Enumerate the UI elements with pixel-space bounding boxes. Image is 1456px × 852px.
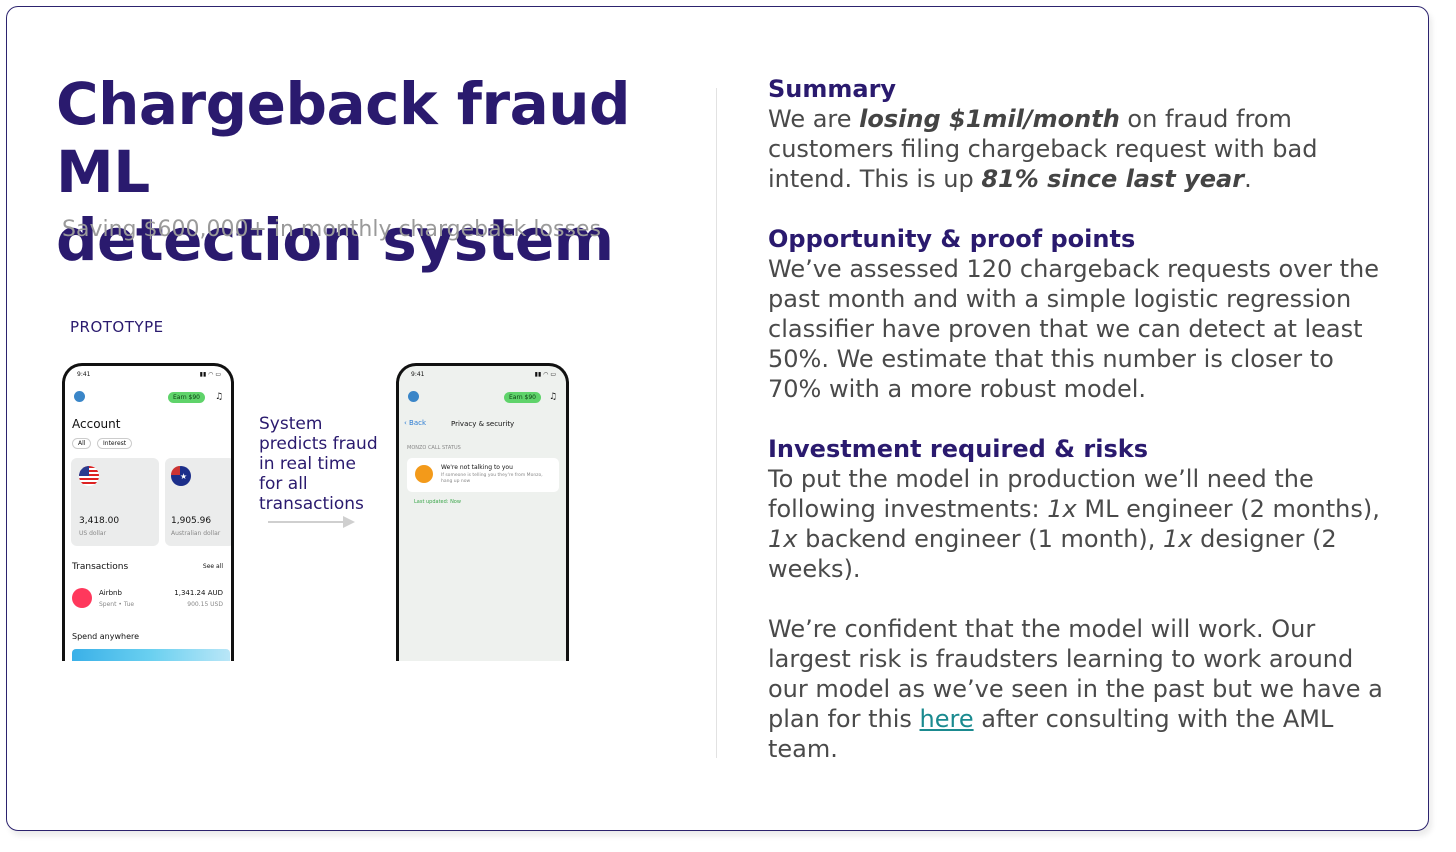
page-title: Chargeback fraud ML detection system bbox=[56, 70, 716, 274]
au-flag-icon: ★ bbox=[171, 466, 191, 486]
usd-label: US dollar bbox=[79, 530, 107, 537]
investment-heading: Investment required & risks bbox=[768, 435, 1149, 463]
status-time: 9:41 bbox=[77, 371, 91, 378]
privacy-header: Privacy & security bbox=[451, 420, 515, 428]
tx-name: Airbnb bbox=[99, 589, 122, 597]
bell-icon[interactable]: ♫ bbox=[215, 392, 224, 402]
see-all-link[interactable]: See all bbox=[202, 563, 223, 570]
investment-text: To put the model in production we’ll nee… bbox=[768, 464, 1388, 584]
risk-text-a: We’re confident that the model will work… bbox=[768, 615, 1383, 733]
aud-balance-card[interactable]: ★ 1,905.96 Australian dollar bbox=[165, 458, 231, 546]
investment-text-c: backend engineer (1 month), bbox=[797, 525, 1164, 553]
risk-text: We’re confident that the model will work… bbox=[768, 614, 1388, 764]
arrow-line bbox=[268, 521, 348, 523]
investment-qty-3: 1x bbox=[1163, 525, 1193, 553]
title-line-2: detection system bbox=[56, 206, 614, 274]
summary-growth-emphasis: 81% since last year bbox=[981, 165, 1245, 193]
earn-badge[interactable]: Earn $90 bbox=[168, 392, 205, 403]
risk-text-b: after consulting with the AML team. bbox=[768, 705, 1334, 763]
investment-qty-2: 1x bbox=[768, 525, 798, 553]
pill-interest[interactable]: Interest bbox=[97, 438, 133, 449]
promo-banner[interactable] bbox=[72, 649, 230, 661]
opportunity-heading: Opportunity & proof points bbox=[768, 225, 1136, 253]
phone-mockup-privacy: 9:41 ▮▮ ◠ ▭ Earn $90 ♫ ‹ Back Privacy & … bbox=[396, 363, 569, 661]
vertical-divider bbox=[716, 88, 717, 758]
investment-qty-1: 1x bbox=[1047, 495, 1077, 523]
spend-label: Spend anywhere bbox=[72, 632, 140, 641]
notice-title: We're not talking to you bbox=[441, 464, 513, 471]
back-label: Back bbox=[409, 419, 427, 427]
subtitle: Saving $600,000+ in monthly chargeback l… bbox=[62, 217, 601, 242]
back-button[interactable]: ‹ Back bbox=[404, 419, 427, 427]
prototype-label: PROTOTYPE bbox=[70, 318, 164, 336]
right-column: Summary We are losing $1mil/month on fra… bbox=[768, 74, 1388, 764]
arrow-caption: System predicts fraud in real time for a… bbox=[259, 414, 378, 514]
status-label: MONZO CALL STATUS bbox=[407, 445, 461, 451]
tx-sub: Spent • Tue bbox=[99, 601, 135, 608]
pill-all[interactable]: All bbox=[72, 438, 92, 449]
notice-body: If someone is telling you they're from M… bbox=[441, 473, 543, 484]
opportunity-text: We’ve assessed 120 chargeback requests o… bbox=[768, 255, 1379, 403]
slide-card bbox=[6, 6, 1429, 831]
us-flag-icon bbox=[79, 466, 99, 486]
notice-card: We're not talking to you If someone is t… bbox=[407, 458, 559, 492]
earn-badge[interactable]: Earn $90 bbox=[504, 392, 541, 403]
investment-text-a: To put the model in production we’ll nee… bbox=[768, 465, 1314, 523]
summary-text: We are losing $1mil/month on fraud from … bbox=[768, 104, 1388, 194]
avatar[interactable] bbox=[74, 391, 85, 402]
tx-amount-sub: 900.15 USD bbox=[187, 601, 223, 608]
phone-off-icon bbox=[415, 465, 433, 483]
airbnb-icon bbox=[72, 588, 92, 608]
avatar[interactable] bbox=[408, 391, 419, 402]
tx-amount: 1,341.24 AUD bbox=[174, 589, 223, 597]
status-icons: ▮▮ ◠ ▭ bbox=[534, 371, 556, 378]
investment-text-b: ML engineer (2 months), bbox=[1076, 495, 1380, 523]
plan-link[interactable]: here bbox=[919, 705, 974, 733]
summary-text-b: on fraud from customers filing chargebac… bbox=[768, 105, 1318, 193]
status-time: 9:41 bbox=[411, 371, 425, 378]
arrow-right-icon bbox=[343, 516, 355, 528]
title-line-1: Chargeback fraud ML bbox=[56, 70, 631, 206]
usd-balance-card[interactable]: 3,418.00 US dollar bbox=[71, 458, 159, 546]
aud-amount: 1,905.96 bbox=[171, 516, 212, 526]
phone-mockup-account: 9:41 ▮▮ ◠ ▭ Earn $90 ♫ Account All Inter… bbox=[62, 363, 234, 661]
summary-text-a: We are bbox=[768, 105, 860, 133]
summary-text-c: . bbox=[1244, 165, 1252, 193]
transactions-label: Transactions bbox=[72, 562, 129, 572]
investment-text-d: designer (2 weeks). bbox=[768, 525, 1337, 583]
account-heading: Account bbox=[72, 417, 121, 431]
last-updated: Last updated: Now bbox=[414, 499, 461, 505]
bell-icon[interactable]: ♫ bbox=[549, 392, 558, 402]
summary-heading: Summary bbox=[768, 75, 897, 103]
status-icons: ▮▮ ◠ ▭ bbox=[199, 371, 221, 378]
aud-label: Australian dollar bbox=[171, 530, 221, 537]
summary-loss-emphasis: losing $1mil/month bbox=[859, 105, 1120, 133]
usd-amount: 3,418.00 bbox=[79, 516, 120, 526]
